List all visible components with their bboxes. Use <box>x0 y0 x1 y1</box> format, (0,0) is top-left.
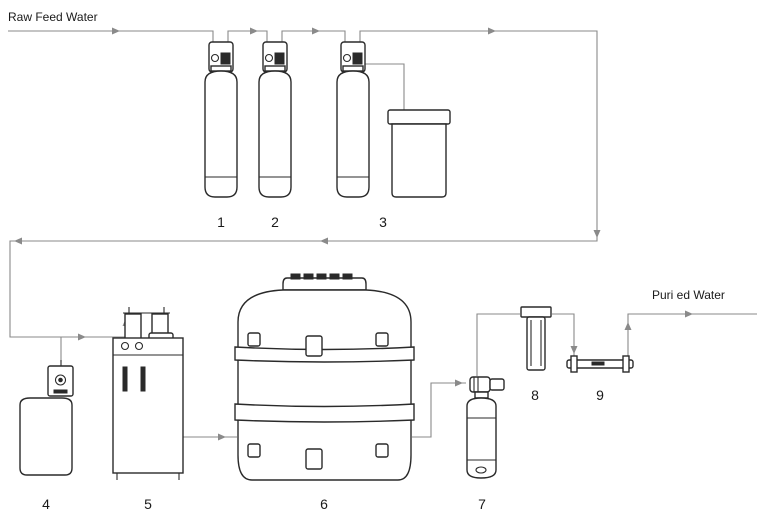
flow-arrows <box>14 27 693 441</box>
storage-tank-6 <box>234 273 415 481</box>
pipe-brine-line <box>360 63 405 112</box>
unit-number-9: 9 <box>596 387 604 403</box>
dosing-tank-4 <box>19 360 74 476</box>
unit-number-1: 1 <box>217 214 225 230</box>
vessel-2 <box>258 41 292 198</box>
unit-number-4: 4 <box>42 496 50 512</box>
arrow-right-3 <box>312 27 320 35</box>
softener-3 <box>336 41 370 198</box>
arrow-right-4 <box>488 27 496 35</box>
arrow-right-7 <box>455 379 463 387</box>
brine-tank <box>387 109 451 198</box>
arrow-right-5 <box>78 333 86 341</box>
piping <box>8 30 757 438</box>
pipe-1-to-2 <box>227 30 268 44</box>
unit-number-7: 7 <box>478 496 486 512</box>
unit-number-3: 3 <box>379 214 387 230</box>
pipe-raw-feed <box>8 30 214 44</box>
labels: Raw Feed Water Puri ed Water 1 2 3 4 5 6… <box>8 10 725 512</box>
uv-sterilizer-9 <box>566 355 634 373</box>
pipe-3-out <box>9 30 598 338</box>
unit-number-2: 2 <box>271 214 279 230</box>
arrow-right-8 <box>685 310 693 318</box>
unit-number-5: 5 <box>144 496 152 512</box>
arrow-right-2 <box>250 27 258 35</box>
pipe-6-to-7 <box>412 382 466 438</box>
arrow-down-1 <box>593 230 601 238</box>
raw-feed-water-label: Raw Feed Water <box>8 10 98 24</box>
arrow-up-2 <box>624 322 632 330</box>
arrow-down-2 <box>570 346 578 354</box>
purified-water-label: Puri ed Water <box>652 288 725 302</box>
pump-7 <box>466 376 505 479</box>
arrow-right-6 <box>218 433 226 441</box>
arrow-right-1 <box>112 27 120 35</box>
unit-number-8: 8 <box>531 387 539 403</box>
arrow-left-2 <box>14 237 22 245</box>
unit-number-6: 6 <box>320 496 328 512</box>
arrow-left-1 <box>320 237 328 245</box>
ro-unit-5 <box>112 307 184 480</box>
pipe-purified-out <box>627 313 757 356</box>
pipe-8-to-9 <box>552 313 575 356</box>
pipe-7-to-8 <box>476 313 520 376</box>
vessel-1 <box>204 41 238 198</box>
cartridge-filter-8 <box>520 306 552 371</box>
